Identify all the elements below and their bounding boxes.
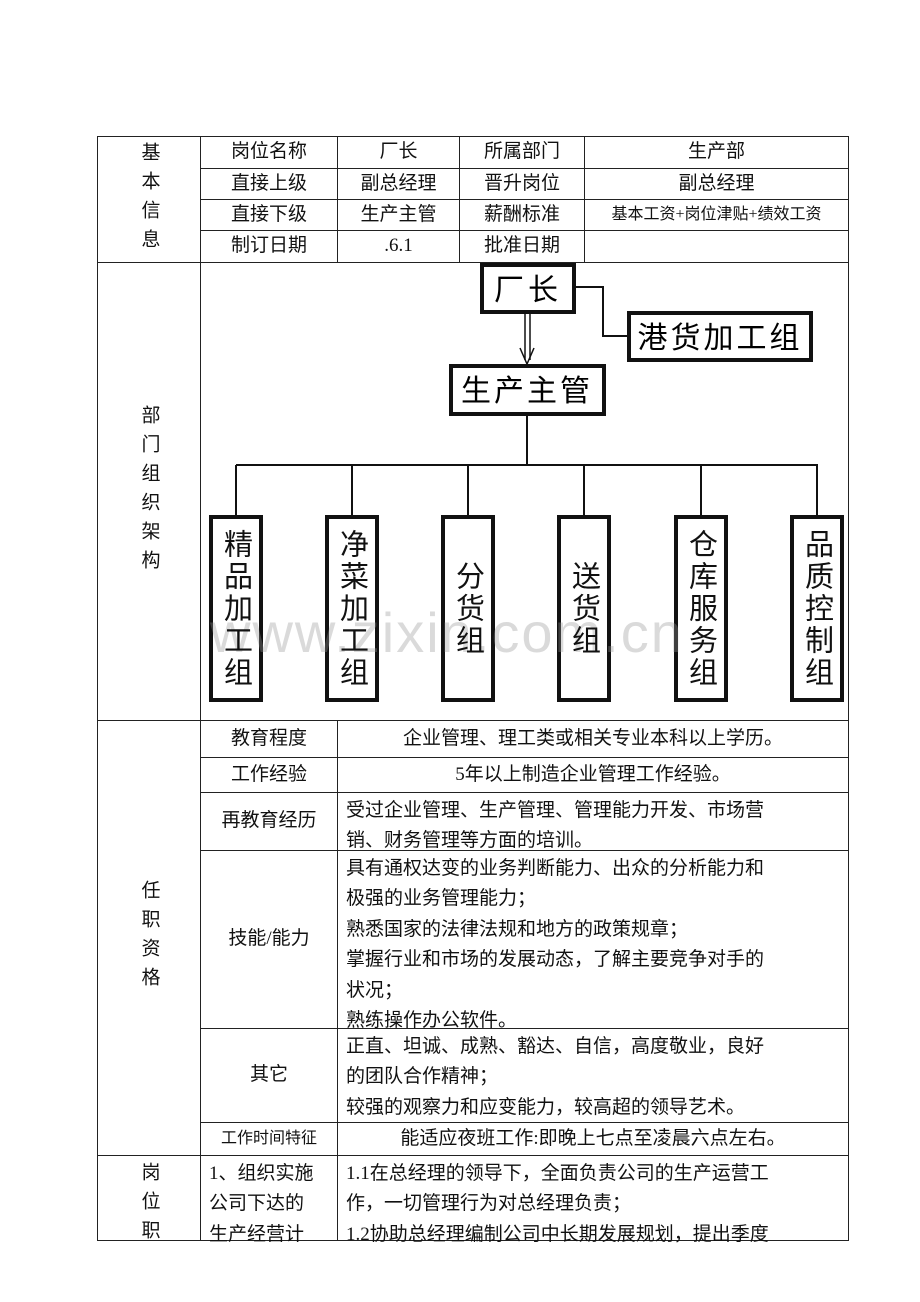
qual-content: 企业管理、理工类或相关专业本科以上学历。 (337, 720, 849, 758)
org-box-group (790, 515, 844, 702)
watermark: www.zixin.com.cn (210, 601, 684, 664)
org-box-side-label: 港货加工组 (638, 321, 803, 356)
org-group-label: 精品加工组 (219, 528, 254, 689)
qual-label: 其它 (200, 1028, 338, 1123)
org-box-mid-label: 生产主管 (461, 374, 593, 409)
basic-section-cell: 基本信息 (97, 136, 201, 263)
qual-line: 受过企业管理、生产管理、管理能力开发、市场营 (346, 800, 765, 821)
qual-label: 工作经验 (200, 757, 338, 793)
qual-content: 能适应夜班工作:即晚上七点至凌晨六点左右。 (337, 1122, 849, 1156)
basic-cell: 基本工资+岗位津贴+绩效工资 (584, 199, 849, 231)
duty-item-line: 1、组织实施 (209, 1163, 314, 1184)
qual-content: 受过企业管理、生产管理、管理能力开发、市场营销、财务管理等方面的培训。 (337, 792, 849, 851)
qual-line: 熟练操作办公软件。 (346, 1009, 518, 1031)
qual-line: 企业管理、理工类或相关专业本科以上学历。 (402, 727, 783, 749)
qual-content: 具有通权达变的业务判断能力、出众的分析能力和极强的业务管理能力； 熟悉国家的法律法… (337, 850, 849, 1031)
duty-line: 1.1在总经理的领导下，全面负责公司的生产运营工 (346, 1163, 769, 1184)
qual-label: 技能/能力 (200, 850, 338, 1029)
basic-cell: .6.1 (337, 230, 460, 263)
org-group-label: 分货组 (451, 560, 486, 657)
basic-cell: 直接下级 (200, 199, 338, 231)
org-box-group (325, 515, 379, 702)
qual-line: 的团队合作精神； (346, 1066, 499, 1088)
qual-section-cell: 任职资格 (97, 720, 201, 1156)
org-group-label: 送货组 (567, 560, 602, 657)
qual-label: 再教育经历 (200, 792, 338, 851)
qual-line: 能适应夜班工作:即晚上七点至凌晨六点左右。 (400, 1127, 786, 1149)
basic-cell: 副总经理 (584, 168, 849, 200)
org-box-mid (449, 364, 606, 416)
qual-line: 正直、坦诚、成熟、豁达、自信，高度敬业，良好 (346, 1036, 765, 1057)
org-box-group (674, 515, 728, 702)
duty-section-cell: 岗位职 (97, 1155, 201, 1249)
duty-content: 1.1在总经理的领导下，全面负责公司的生产运营工作，一切管理行为对总经理负责； 1… (337, 1155, 849, 1245)
duty-item-line: 生产经营计 (209, 1223, 305, 1245)
basic-cell: 薪酬标准 (459, 199, 585, 231)
qual-section-label: 任职资格 (138, 880, 160, 996)
duty-line: 1.2协助总经理编制公司中长期发展规划，提出季度 (346, 1223, 769, 1245)
qual-line: 较强的观察力和应变能力，较高超的领导艺术。 (346, 1096, 746, 1118)
org-box-top (480, 263, 576, 314)
qual-label: 教育程度 (200, 720, 338, 758)
qual-line: 极强的业务管理能力； (346, 888, 537, 910)
duty-section-label: 岗位职 (138, 1162, 160, 1249)
org-box-group (209, 515, 263, 702)
org-group-label: 净菜加工组 (335, 528, 370, 689)
basic-cell: 厂长 (337, 136, 460, 169)
org-box-top-label: 厂长 (494, 273, 562, 308)
qual-line: 销、财务管理等方面的培训。 (346, 830, 594, 852)
basic-cell: 制订日期 (200, 230, 338, 263)
basic-cell: 晋升岗位 (459, 168, 585, 200)
org-box-side (627, 311, 813, 362)
qual-line: 具有通权达变的业务判断能力、出众的分析能力和 (346, 858, 765, 879)
duty-line: 作，一切管理行为对总经理负责； (346, 1193, 632, 1215)
basic-cell: 批准日期 (459, 230, 585, 263)
connector-line (574, 286, 628, 337)
qual-line: 掌握行业和市场的发展动态，了解主要竞争对手的 (346, 949, 765, 971)
qual-label: 工作时间特征 (200, 1122, 338, 1156)
basic-cell: 生产主管 (337, 199, 460, 231)
qual-line: 熟悉国家的法律法规和地方的政策规章； (346, 918, 689, 940)
basic-cell (584, 230, 849, 263)
org-box-group (441, 515, 495, 702)
duty-item-line: 公司下达的 (209, 1193, 305, 1215)
duty-item: 1、组织实施公司下达的生产经营计 (200, 1155, 338, 1245)
arrow-head-icon (519, 347, 535, 366)
qual-content: 5年以上制造企业管理工作经验。 (337, 757, 849, 793)
basic-cell: 所属部门 (459, 136, 585, 169)
org-group-label: 品质控制组 (800, 528, 835, 689)
basic-section-label: 基本信息 (138, 141, 160, 258)
basic-cell: 直接上级 (200, 168, 338, 200)
basic-cell: 生产部 (584, 136, 849, 169)
basic-cell: 岗位名称 (200, 136, 338, 169)
org-group-label: 仓库服务组 (684, 528, 719, 689)
qual-line: 状况； (346, 979, 404, 1001)
basic-cell: 副总经理 (337, 168, 460, 200)
org-section-label: 部门组织架构 (138, 404, 160, 579)
qual-content: 正直、坦诚、成熟、豁达、自信，高度敬业，良好的团队合作精神； 较强的观察力和应变能… (337, 1028, 849, 1123)
qual-line: 5年以上制造企业管理工作经验。 (455, 763, 731, 785)
org-box-group (557, 515, 611, 702)
